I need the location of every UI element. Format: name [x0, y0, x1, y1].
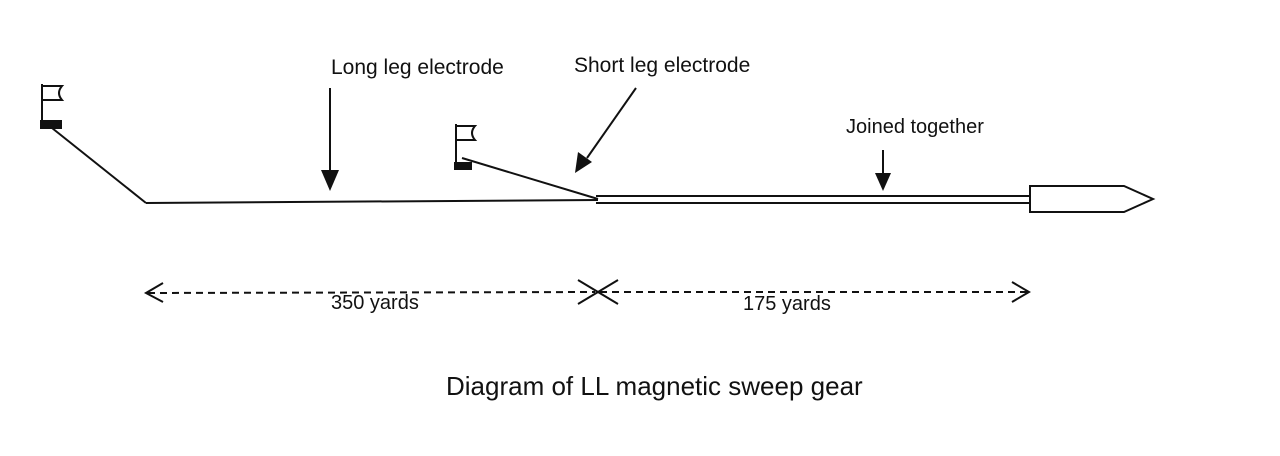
long-leg-buoy-flag-icon [40, 84, 65, 129]
long-leg-electrode-label: Long leg electrode [331, 56, 504, 79]
long-leg-tow-line [51, 127, 147, 204]
junction-cross-marker [577, 279, 619, 305]
joined-cable [596, 195, 1030, 204]
short-leg-pointer-arrow [575, 87, 637, 173]
dimension-line-175 [600, 281, 1031, 303]
joined-length-label: 175 yards [743, 293, 831, 315]
short-leg-electrode-cable [461, 157, 599, 200]
joined-pointer-arrow [875, 150, 891, 191]
dimension-line-350 [143, 282, 596, 303]
long-leg-electrode-cable [145, 199, 599, 204]
short-leg-buoy-flag-icon [454, 124, 478, 170]
short-leg-electrode-label: Short leg electrode [574, 54, 751, 77]
towing-vessel-icon [1029, 185, 1156, 213]
diagram-caption: Diagram of LL magnetic sweep gear [446, 371, 863, 401]
joined-together-label: Joined together [846, 116, 984, 138]
long-leg-length-label: 350 yards [331, 292, 419, 314]
long-leg-pointer-arrow [321, 88, 339, 191]
